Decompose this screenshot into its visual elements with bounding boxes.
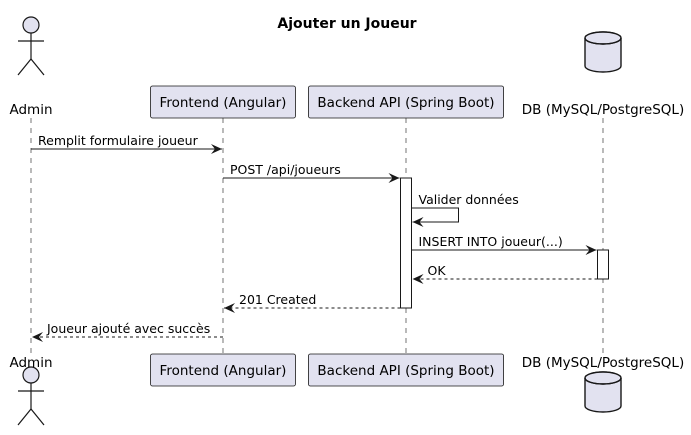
activation-bar-db [597, 249, 609, 280]
message-6: 201 Created [224, 292, 401, 313]
participant-label: DB (MySQL/PostgreSQL) [522, 355, 684, 371]
actor-top: Admin [9, 16, 53, 118]
actor-stick-figure-icon [17, 366, 45, 426]
participant-label: Admin [9, 102, 52, 118]
participant-frontend-top: Frontend (Angular) [150, 85, 296, 119]
activation-bar-backend [400, 177, 412, 309]
participant-label: Admin [9, 355, 52, 371]
database-top: DB (MySQL/PostgreSQL) [522, 31, 684, 118]
database-cylinder-icon [584, 31, 622, 73]
database-cylinder-icon [584, 371, 622, 413]
participant-backend-top: Backend API (Spring Boot) [308, 85, 504, 119]
message-3: Valider données [411, 192, 519, 227]
actor-bottom: Admin [9, 355, 53, 426]
message-label: INSERT INTO joueur(...) [419, 234, 563, 249]
message-label: Remplit formulaire joueur [38, 133, 199, 148]
message-5: OK [412, 263, 598, 284]
self-message-arrow [411, 207, 459, 227]
message-1: Remplit formulaire joueur [31, 133, 222, 154]
participant-box [150, 85, 296, 119]
participant-heads-top: Admin Frontend (Angular) Backend API (Spri… [9, 16, 684, 119]
message-7: Joueur ajouté avec succès [32, 321, 223, 342]
participant-label: Backend API (Spring Boot) [317, 95, 494, 111]
participant-label: Frontend (Angular) [160, 363, 287, 379]
participant-frontend-bottom: Frontend (Angular) [150, 353, 296, 387]
activation-bars [400, 177, 609, 309]
message-label: POST /api/joueurs [230, 162, 341, 177]
participant-box [150, 353, 296, 387]
participant-box [308, 353, 504, 387]
participant-box [308, 85, 504, 119]
participant-label: Backend API (Spring Boot) [317, 363, 494, 379]
actor-stick-figure-icon [17, 16, 45, 76]
message-2: POST /api/joueurs [223, 162, 400, 183]
message-label: Valider données [419, 192, 519, 207]
participant-label: DB (MySQL/PostgreSQL) [522, 102, 684, 118]
message-label: Joueur ajouté avec succès [46, 321, 210, 336]
database-bottom: DB (MySQL/PostgreSQL) [522, 355, 684, 413]
participant-label: Frontend (Angular) [160, 95, 287, 111]
message-label: 201 Created [239, 292, 316, 307]
message-label: OK [428, 263, 447, 278]
message-4: INSERT INTO joueur(...) [411, 234, 597, 255]
diagram-title: Ajouter un Joueur [277, 16, 416, 32]
participant-backend-bottom: Backend API (Spring Boot) [308, 353, 504, 387]
